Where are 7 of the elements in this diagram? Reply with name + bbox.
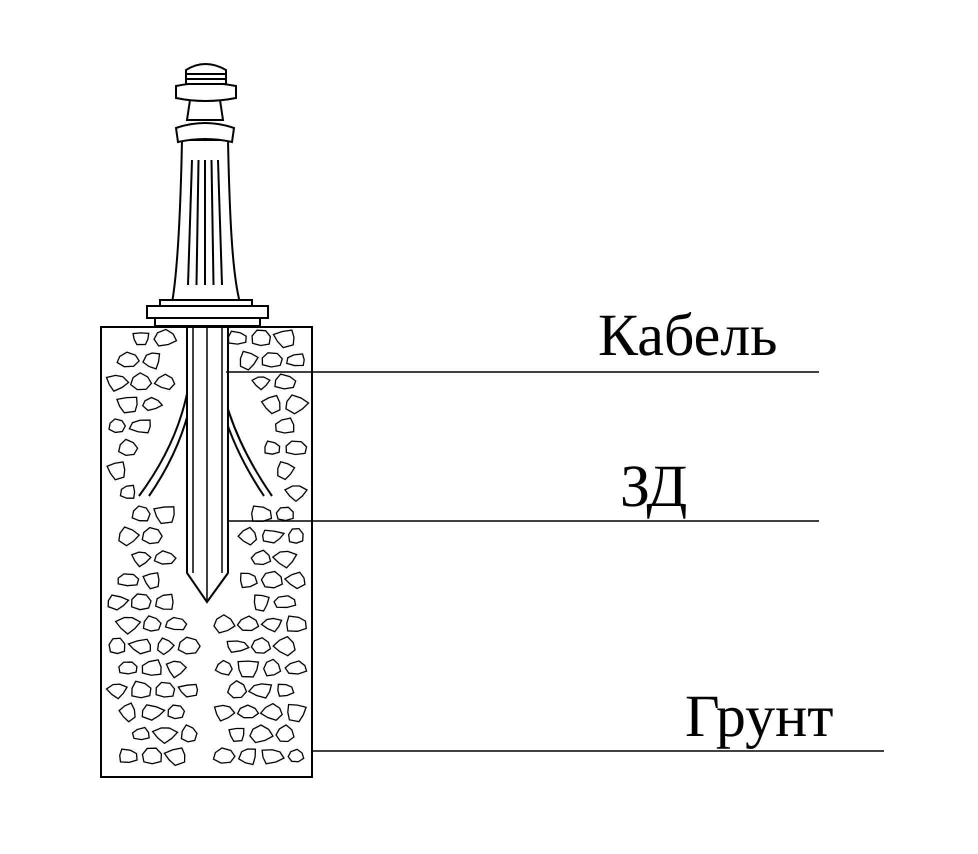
part-label: Грунт bbox=[680, 680, 885, 752]
leader-line bbox=[228, 520, 820, 522]
leader-line bbox=[226, 371, 820, 373]
ground-rod bbox=[185, 328, 230, 604]
leader-line bbox=[313, 750, 885, 752]
part-label: ЗД bbox=[600, 450, 820, 522]
part-label: Кабель bbox=[595, 298, 820, 373]
